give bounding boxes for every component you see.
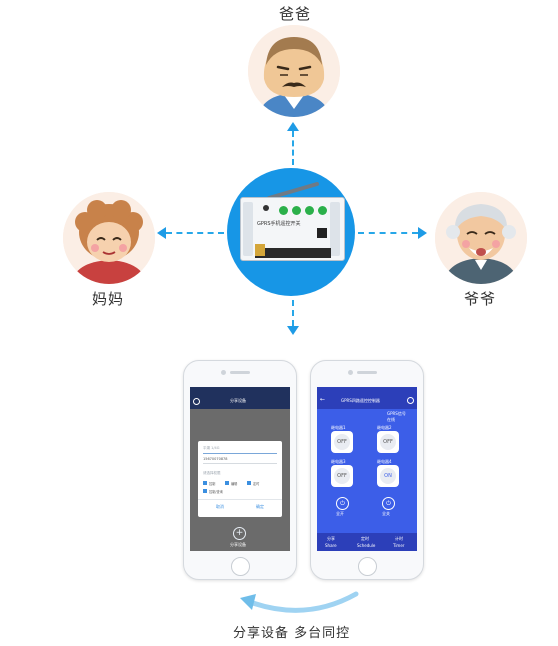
relay-state-1: OFF <box>334 434 350 450</box>
checkbox-2[interactable] <box>225 481 229 485</box>
cancel-button[interactable]: 取消 <box>216 504 224 509</box>
speaker-icon-2 <box>357 371 377 374</box>
field-underline <box>203 453 277 454</box>
channel-name-2: 继电器2 <box>377 425 392 430</box>
add-share-icon[interactable]: + <box>233 527 246 540</box>
dialog-divider <box>198 499 282 500</box>
arrow-left-icon <box>157 227 166 239</box>
share-device-label: 分享设备 <box>230 542 246 547</box>
device-led-icon <box>263 205 269 211</box>
tab-schedule[interactable]: 定时 <box>361 536 369 541</box>
power-off-label: 全关 <box>382 511 390 516</box>
phone-controller: ← GPRS四路遥控控制器 GPRS信号 在线 继电器1 OFF 继电器2 OF… <box>310 360 424 580</box>
back-arrow-icon[interactable]: ← <box>320 396 326 403</box>
caption: 分享设备 多台同控 <box>233 626 351 641</box>
tab-timer-en: Timer <box>393 543 405 548</box>
home-button <box>231 557 250 576</box>
checkbox-3[interactable] <box>247 481 251 485</box>
relay-toggle-2[interactable]: OFF <box>377 431 399 453</box>
control-panel: GPRS信号 在线 继电器1 OFF 继电器2 OFF 继电器3 OFF 继电器… <box>317 409 417 533</box>
grandpa-label: 爷爷 <box>463 290 496 308</box>
channel-name-1: 继电器1 <box>331 425 346 430</box>
channel-name-4: 继电器4 <box>377 459 392 464</box>
checkbox-label-2: 编辑 <box>231 482 238 486</box>
back-icon[interactable] <box>193 398 200 405</box>
arrow-right-icon <box>418 227 427 239</box>
permission-hint: 请选择权限 <box>203 471 221 475</box>
status-text: 在线 <box>387 417 395 422</box>
camera-icon <box>221 370 226 375</box>
power-on-label: 全开 <box>336 511 344 516</box>
gprs-switch-device: GPRS手机遥控开关 <box>240 197 345 261</box>
relay-toggle-1[interactable]: OFF <box>331 431 353 453</box>
tab-share[interactable]: 分享 <box>327 536 335 541</box>
device-mount-right <box>330 202 340 256</box>
relay-button-4 <box>318 206 327 215</box>
mother-label: 妈妈 <box>91 290 124 308</box>
relay-toggle-3[interactable]: OFF <box>331 465 353 487</box>
connector-to-grandpa <box>358 232 418 234</box>
relay-state-4: ON <box>380 468 396 484</box>
share-screen: 分享设备 平湖 1/4G 15670070878 请选择权限 控制 编辑 定时 … <box>190 387 290 551</box>
checkbox-label-3: 定时 <box>253 482 260 486</box>
checkbox-label-1: 控制 <box>209 482 216 486</box>
terminal-block <box>255 244 265 256</box>
father-avatar <box>248 25 340 117</box>
controller-title: GPRS四路遥控控制器 <box>341 398 380 403</box>
phone-share-device: 分享设备 平湖 1/4G 15670070878 请选择权限 控制 编辑 定时 … <box>183 360 297 580</box>
phone-number-field[interactable]: 15670070878 <box>203 457 228 461</box>
share-header: 分享设备 <box>190 387 290 409</box>
device-mount-left <box>243 202 253 256</box>
device-label: GPRS手机遥控开关 <box>257 221 301 227</box>
relay-button-2 <box>292 206 301 215</box>
antenna-icon <box>267 182 319 200</box>
father-label: 爸爸 <box>278 5 311 23</box>
arrow-down-icon <box>287 326 299 335</box>
controller-screen: ← GPRS四路遥控控制器 GPRS信号 在线 继电器1 OFF 继电器2 OF… <box>317 387 417 551</box>
signal-text: GPRS信号 <box>387 411 406 416</box>
connector-to-phones <box>292 300 294 326</box>
camera-icon-2 <box>348 370 353 375</box>
channel-name-3: 继电器3 <box>331 459 346 464</box>
terminal-strip <box>255 248 331 258</box>
device-name-field[interactable]: 平湖 1/4G <box>203 446 220 450</box>
checkbox-4[interactable] <box>203 489 207 493</box>
relay-state-2: OFF <box>380 434 396 450</box>
tab-schedule-en: Schedule <box>357 543 376 548</box>
power-off-icon[interactable]: ⏻ <box>382 497 395 510</box>
connector-to-mother <box>166 232 224 234</box>
tab-share-en: Share <box>325 543 337 548</box>
share-curve-arrow-icon <box>240 591 359 613</box>
mother-illustration <box>63 192 155 284</box>
relay-state-3: OFF <box>334 468 350 484</box>
qr-code-icon <box>317 228 327 238</box>
controller-header: ← GPRS四路遥控控制器 <box>317 387 417 409</box>
confirm-button[interactable]: 确定 <box>256 504 264 509</box>
power-on-icon[interactable]: ⏻ <box>336 497 349 510</box>
father-illustration <box>248 25 340 117</box>
share-dialog: 平湖 1/4G 15670070878 请选择权限 控制 编辑 定时 控制/查询… <box>198 441 282 517</box>
grandpa-avatar <box>435 192 527 284</box>
field-underline-2 <box>203 463 277 464</box>
share-title: 分享设备 <box>230 398 246 403</box>
relay-button-1 <box>279 206 288 215</box>
mother-avatar <box>63 192 155 284</box>
arrow-up-icon <box>287 122 299 131</box>
grandpa-illustration <box>435 192 527 284</box>
connector-to-father <box>292 131 294 165</box>
checkbox-1[interactable] <box>203 481 207 485</box>
checkbox-label-4: 控制/查询 <box>209 490 223 494</box>
relay-button-3 <box>305 206 314 215</box>
relay-toggle-4[interactable]: ON <box>377 465 399 487</box>
tab-timer[interactable]: 计时 <box>395 536 403 541</box>
tab-bar: 分享 Share 定时 Schedule 计时 Timer <box>317 533 417 551</box>
speaker-icon <box>230 371 250 374</box>
refresh-icon[interactable] <box>407 397 414 404</box>
home-button-2 <box>358 557 377 576</box>
